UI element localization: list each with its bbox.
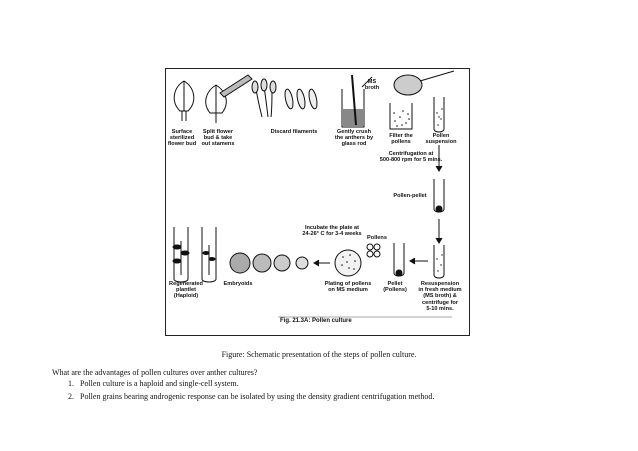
- label-pollens: Pollens: [367, 235, 387, 241]
- resuspension-tube-icon: [433, 245, 445, 279]
- list-item: 1. Pollen culture is a haploid and single…: [68, 379, 434, 389]
- label-incubate: Incubate the plate at 24-26° C for 3-4 w…: [302, 225, 362, 238]
- label-pollen-suspension: Pollen suspension: [425, 133, 457, 146]
- label-filter-pollens: Filter the pollens: [389, 133, 413, 146]
- pollen-culture-figure: Surface sterilized flower bud Split flow…: [165, 68, 470, 336]
- label-resuspension: Resuspension in fresh medium (MS broth) …: [418, 281, 462, 312]
- label-pollen-pellet: Pollen-pellet: [393, 193, 427, 199]
- list-text: Pollen culture is a haploid and single-c…: [80, 379, 239, 388]
- label-pellet: Pellet (Pollens): [383, 281, 407, 294]
- label-discard-filaments: Discard filaments: [270, 129, 318, 135]
- question-heading: What are the advantages of pollen cultur…: [52, 368, 258, 377]
- pollen-grains-icon: [366, 243, 381, 258]
- crushing-beaker-icon: [341, 74, 373, 128]
- list-number: 1.: [68, 379, 74, 388]
- flower-bud-icon: [173, 80, 195, 121]
- petri-plate-icon: [334, 249, 362, 277]
- pellet-tube-icon: [433, 179, 445, 213]
- answer-list: 1. Pollen culture is a haploid and single…: [52, 379, 434, 405]
- label-regenerated: Regenerated plantlet (Haploid): [169, 281, 203, 300]
- pollen-culture-diagram: [172, 70, 455, 318]
- label-gently-crush: Gently crush the anthers by glass rod: [334, 129, 374, 148]
- label-embryoids: Embryoids: [223, 281, 253, 287]
- label-plating: Plating of pollens on MS medium: [324, 281, 372, 294]
- plantlet-tube-icon: [172, 227, 217, 283]
- list-text: Pollen grains bearing androgenic respons…: [80, 392, 435, 401]
- figure-caption: Figure: Schematic presentation of the st…: [221, 350, 417, 359]
- label-split-flower: Split flower bud & take out stamens: [201, 129, 235, 148]
- figure-label: Fig. 21.3A: Pollen culture: [280, 318, 352, 324]
- anthers-icon: [284, 88, 318, 110]
- filter-beaker-icon: [389, 70, 455, 130]
- split-bud-icon: [205, 74, 253, 123]
- label-ms-broth: MS broth: [364, 79, 380, 92]
- embryoid-stages-icon: [229, 252, 309, 274]
- label-centrifugation: Centrifugation at 500-800 rpm for 5 mins…: [379, 151, 443, 164]
- pollen-pellet-tube-icon: [393, 243, 405, 277]
- stamens-icon: [251, 78, 277, 118]
- list-number: 2.: [68, 392, 74, 401]
- list-item: 2. Pollen grains bearing androgenic respo…: [68, 392, 434, 402]
- suspension-tube-icon: [433, 97, 445, 133]
- label-surface-sterilized: Surface sterilized flower bud: [167, 129, 197, 148]
